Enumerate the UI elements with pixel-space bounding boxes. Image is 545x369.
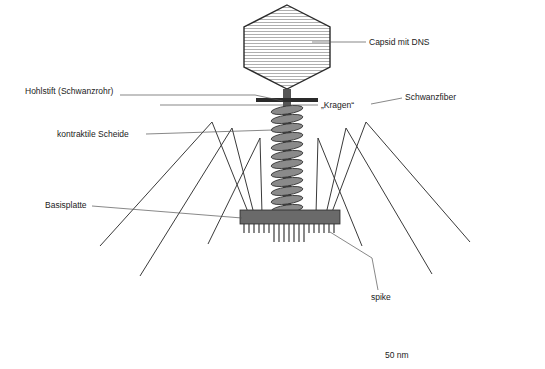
base-plate (240, 210, 340, 224)
tail-fibers (100, 122, 470, 276)
tube-label: Hohlstift (Schwanzrohr) (24, 86, 114, 96)
spike-stroke (303, 224, 304, 242)
collar-label: „Kragen“ (320, 100, 355, 110)
spike-stroke (263, 224, 264, 233)
spike-stroke (273, 224, 274, 242)
spike-stroke (268, 224, 269, 233)
spike-stroke (323, 224, 324, 233)
spike-stroke (278, 224, 279, 242)
spike-label: spike (370, 292, 392, 302)
spike-stroke (328, 224, 329, 233)
leader-lines (92, 42, 402, 290)
spike-stroke (253, 224, 254, 233)
spike-stroke (288, 224, 289, 242)
spike-stroke (298, 224, 299, 242)
sheath-label: kontraktile Scheide (56, 129, 130, 139)
spike-stroke (243, 224, 244, 233)
spike-stroke (333, 224, 334, 233)
spike-stroke (248, 224, 249, 233)
scale-label: 50 nm (384, 350, 410, 360)
spike-stroke (283, 224, 284, 242)
spike-stroke (318, 224, 319, 233)
capsid-label: Capsid mit DNS (368, 37, 430, 47)
contractile-sheath (271, 104, 304, 215)
spike-stroke (308, 224, 309, 233)
spike-stroke (293, 224, 294, 242)
spike-stroke (313, 224, 314, 233)
spike-stroke (258, 224, 259, 233)
collar (256, 98, 318, 102)
spikes (244, 224, 334, 242)
fiber-label: Schwanzfiber (404, 92, 457, 102)
baseplate-label: Basisplatte (44, 200, 88, 210)
capsid (244, 5, 330, 89)
